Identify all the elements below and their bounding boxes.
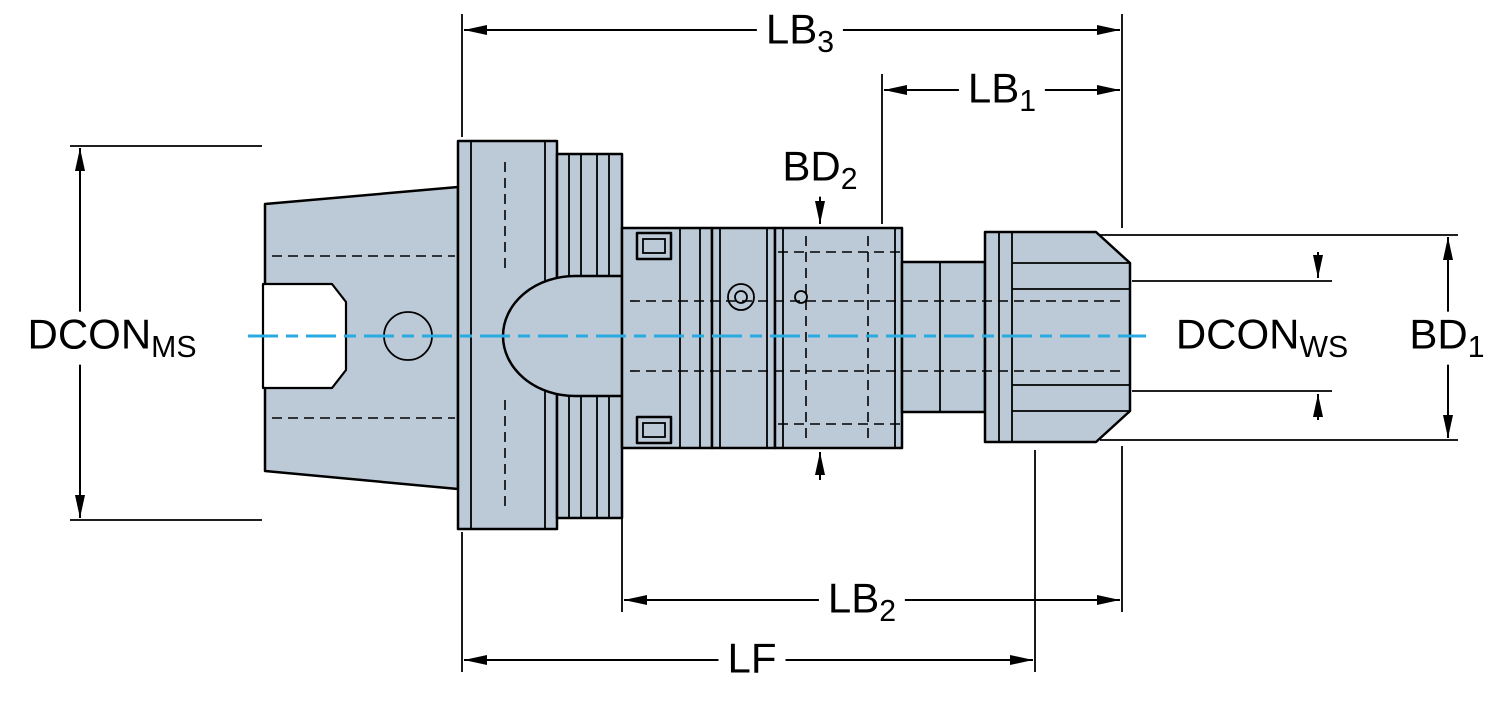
clamping-section	[620, 226, 714, 450]
dim-label-dcon-ms: DCONMS	[18, 310, 206, 365]
body-cylinder	[773, 226, 904, 450]
tool-holder-body	[248, 139, 1146, 531]
dim-label-bd2: BD2	[773, 142, 867, 197]
dim-label-lb2-text: LB	[827, 574, 880, 622]
drive-slot-notch	[261, 282, 348, 390]
dim-label-lb2: LB2	[818, 574, 906, 629]
dim-label-bd1-text: BD	[1409, 310, 1468, 358]
dim-label-bd1: BD1	[1400, 310, 1494, 365]
ring-section	[710, 226, 777, 450]
dim-label-lb1: LB1	[958, 64, 1046, 119]
dim-label-dcon-ws: DCONWS	[1166, 310, 1358, 365]
dim-label-lb1-text: LB	[967, 64, 1020, 112]
screw-bottom	[635, 415, 673, 445]
dim-label-lf: LF	[718, 634, 786, 689]
screw-top	[635, 231, 673, 261]
dim-dcon-ws	[1132, 252, 1332, 420]
dim-label-dcon-ws-text: DCON	[1175, 310, 1300, 358]
dim-label-lb3: LB3	[756, 5, 844, 60]
collet-nut	[983, 230, 1132, 444]
set-screw	[727, 283, 755, 311]
hsk-shank	[261, 185, 460, 491]
dim-label-dcon-ms-text: DCON	[27, 310, 152, 358]
dim-label-lf-text: LF	[727, 634, 777, 682]
dim-label-bd2-text: BD	[782, 142, 841, 190]
dim-label-lb3-text: LB	[765, 5, 818, 53]
